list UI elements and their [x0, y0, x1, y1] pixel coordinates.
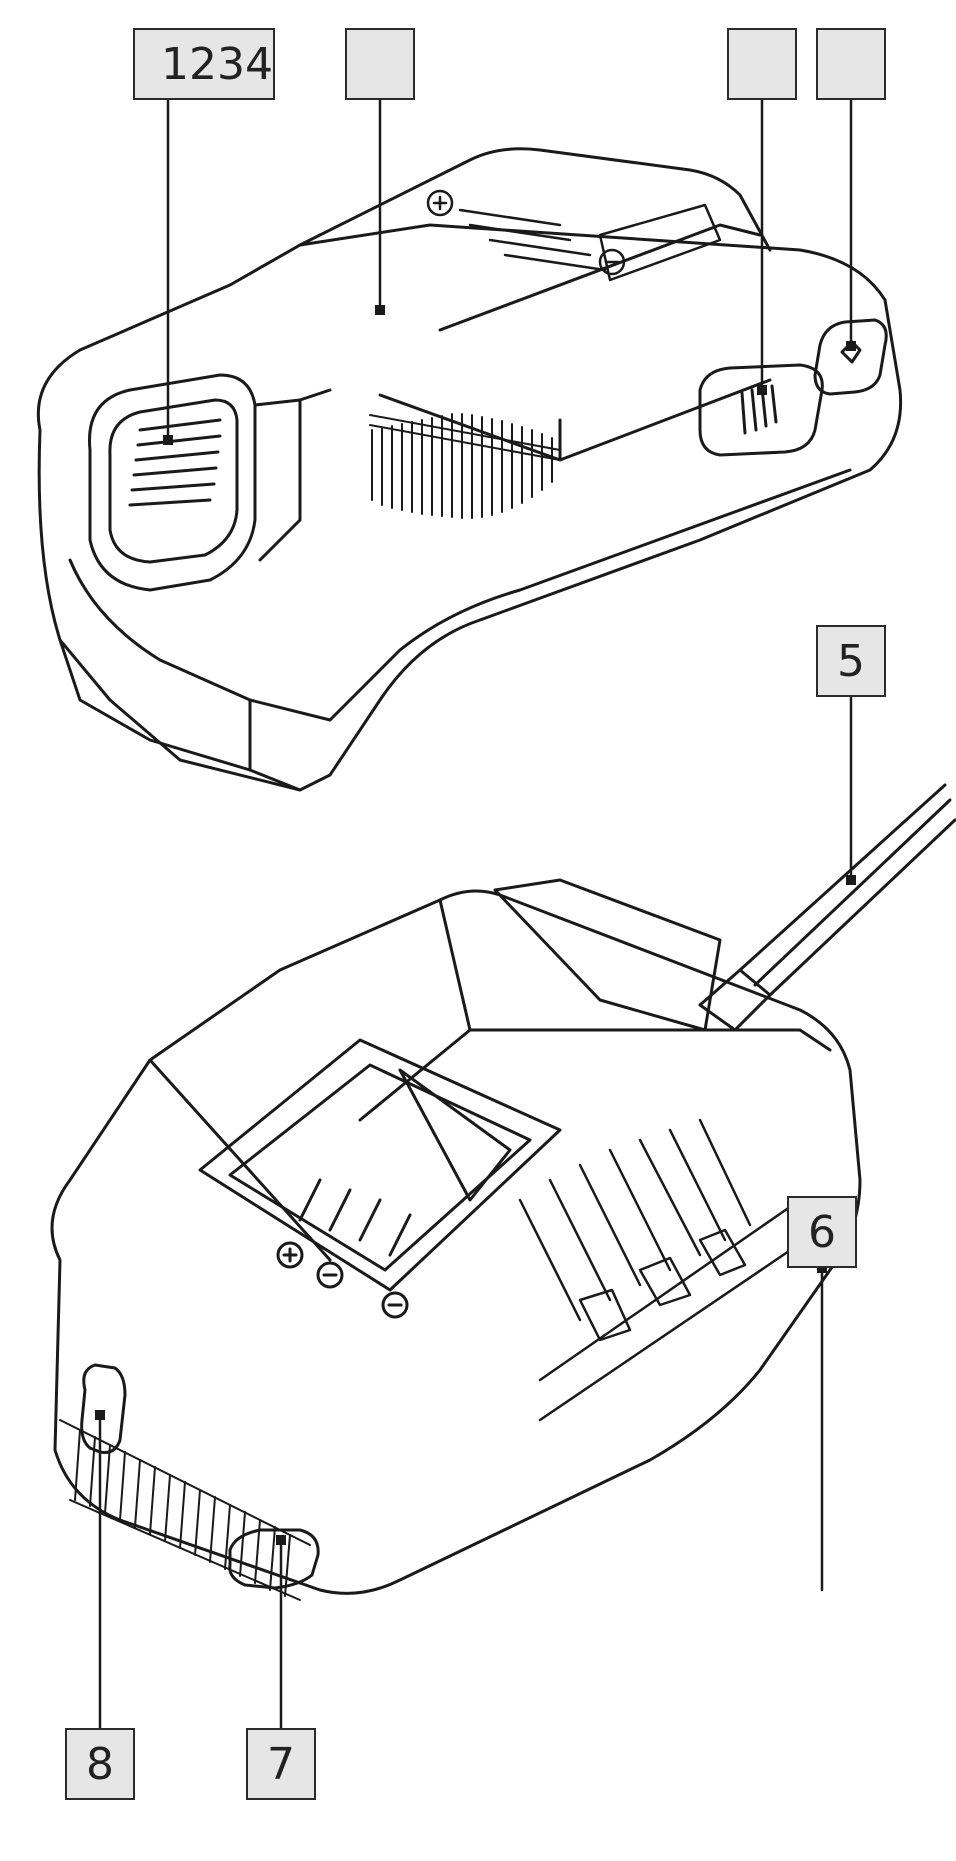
- status-indicators: [698, 318, 888, 457]
- callout-7: 7: [246, 1728, 316, 1800]
- vent-grille-top: [369, 413, 561, 519]
- brand-mark: [493, 878, 722, 1032]
- battery-slot: [198, 1038, 562, 1319]
- leader-lines: [98, 98, 853, 1730]
- battery-terminals: [426, 189, 722, 282]
- callout-4: [816, 28, 886, 100]
- leader-dots: [95, 305, 856, 1545]
- callout-2: [345, 28, 415, 100]
- front-vent-grille: [59, 1419, 311, 1601]
- callout-6: 6: [787, 1196, 857, 1268]
- led-indicators: [80, 1363, 320, 1590]
- callout-5: 5: [816, 625, 886, 697]
- power-cord: [698, 783, 956, 1032]
- bottom-device-drawing: [50, 783, 956, 1601]
- release-button: [88, 373, 257, 592]
- callout-1234: 1234: [133, 28, 275, 100]
- top-device-drawing: [36, 147, 903, 792]
- callout-3: [727, 28, 797, 100]
- callout-8: 8: [65, 1728, 135, 1800]
- side-ribs: [518, 1118, 822, 1422]
